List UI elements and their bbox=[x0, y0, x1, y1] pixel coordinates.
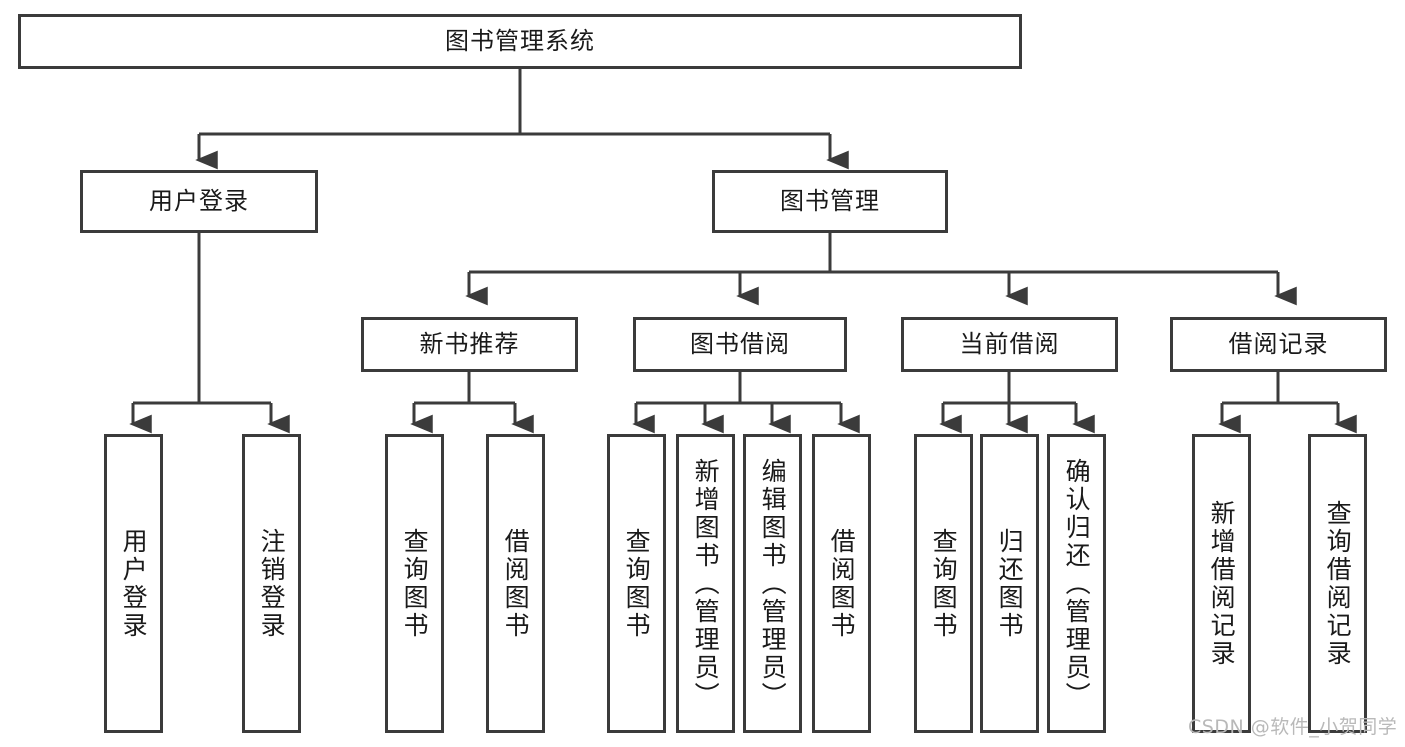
node-label: 新增图书（管理员） bbox=[691, 457, 721, 710]
node-book-management[interactable]: 图书管理 bbox=[712, 170, 948, 233]
leaf-current-confirm-return-admin[interactable]: 确认归还（管理员） bbox=[1047, 434, 1106, 733]
node-label: 新增借阅记录 bbox=[1207, 499, 1237, 668]
leaf-borrow-query-book[interactable]: 查询图书 bbox=[607, 434, 666, 733]
leaf-user-login-signin[interactable]: 用户登录 bbox=[104, 434, 163, 733]
node-label: 用户登录 bbox=[149, 187, 249, 216]
leaf-current-return-book[interactable]: 归还图书 bbox=[980, 434, 1039, 733]
node-label: 注销登录 bbox=[257, 527, 287, 640]
leaf-record-query-borrow-record[interactable]: 查询借阅记录 bbox=[1308, 434, 1367, 733]
node-label: 图书管理 bbox=[780, 187, 880, 216]
node-label: 当前借阅 bbox=[959, 330, 1060, 359]
node-label: 用户登录 bbox=[119, 527, 149, 640]
node-book-borrow[interactable]: 图书借阅 bbox=[633, 317, 847, 372]
leaf-new-book-borrow[interactable]: 借阅图书 bbox=[486, 434, 545, 733]
node-label: 查询图书 bbox=[622, 527, 652, 640]
node-label: 借阅记录 bbox=[1228, 330, 1329, 359]
node-user-login[interactable]: 用户登录 bbox=[80, 170, 318, 233]
leaf-borrow-edit-book-admin[interactable]: 编辑图书（管理员） bbox=[743, 434, 802, 733]
node-label: 查询图书 bbox=[400, 527, 430, 640]
leaf-borrow-borrow-book[interactable]: 借阅图书 bbox=[812, 434, 871, 733]
node-label: 编辑图书（管理员） bbox=[758, 457, 788, 710]
csdn-watermark: CSDN @软件_小贺同学 bbox=[1188, 716, 1398, 738]
node-label: 确认归还（管理员） bbox=[1062, 457, 1092, 710]
leaf-record-add-borrow-record[interactable]: 新增借阅记录 bbox=[1192, 434, 1251, 733]
node-label: 查询图书 bbox=[929, 527, 959, 640]
node-new-book-recommend[interactable]: 新书推荐 bbox=[361, 317, 578, 372]
node-label: 查询借阅记录 bbox=[1323, 499, 1353, 668]
node-label: 图书管理系统 bbox=[445, 27, 595, 56]
node-borrow-record[interactable]: 借阅记录 bbox=[1170, 317, 1387, 372]
node-label: 新书推荐 bbox=[419, 330, 520, 359]
leaf-new-book-query[interactable]: 查询图书 bbox=[385, 434, 444, 733]
node-label: 借阅图书 bbox=[827, 527, 857, 640]
node-label: 借阅图书 bbox=[501, 527, 531, 640]
leaf-current-query-book[interactable]: 查询图书 bbox=[914, 434, 973, 733]
leaf-borrow-add-book-admin[interactable]: 新增图书（管理员） bbox=[676, 434, 735, 733]
node-label: 图书借阅 bbox=[690, 330, 790, 359]
node-root-system[interactable]: 图书管理系统 bbox=[18, 14, 1022, 69]
leaf-user-login-signout[interactable]: 注销登录 bbox=[242, 434, 301, 733]
node-label: 归还图书 bbox=[995, 527, 1025, 640]
node-current-borrow[interactable]: 当前借阅 bbox=[901, 317, 1118, 372]
